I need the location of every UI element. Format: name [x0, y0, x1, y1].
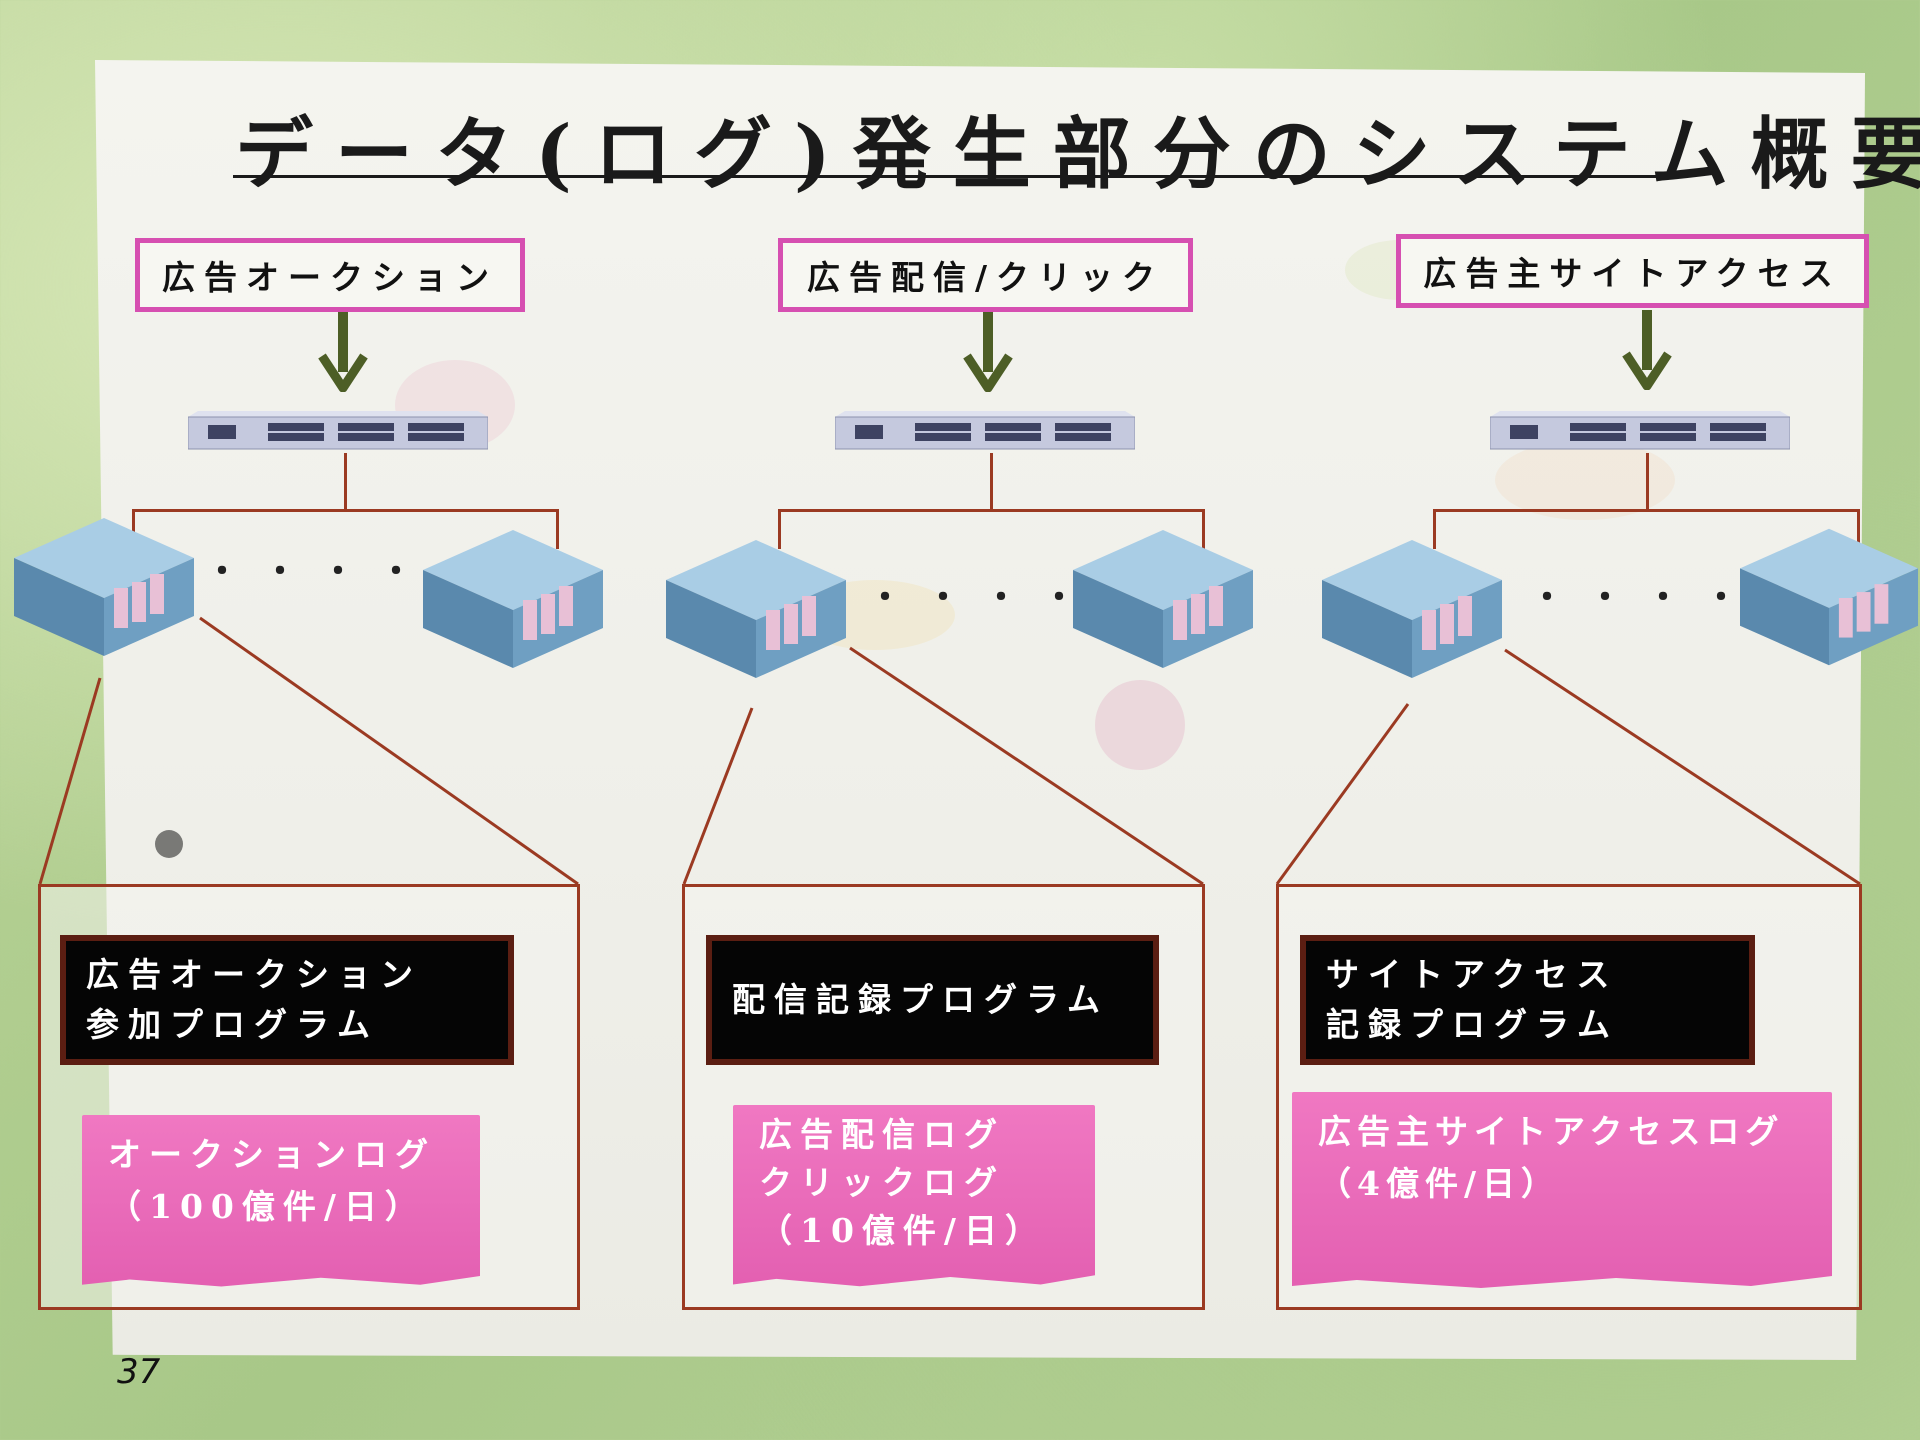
program-line: 参加プログラム	[86, 1005, 380, 1044]
log-note-auction: オークションログ （100億件/日）	[82, 1115, 480, 1287]
program-box-auction: 広告オークション 参加プログラム	[60, 935, 514, 1065]
connector-line	[778, 509, 781, 549]
program-box-delivery: 配信記録プログラム	[706, 935, 1159, 1065]
connector-line	[778, 509, 1204, 512]
network-switch-icon	[835, 411, 1135, 450]
program-line: 記録プログラム	[1326, 1005, 1620, 1044]
log-line: （4億件/日）	[1318, 1164, 1561, 1203]
network-switch-icon	[1490, 411, 1790, 450]
source-box-auction: 広告オークション	[135, 238, 525, 312]
log-line: 広告主サイトアクセスログ	[1318, 1112, 1785, 1151]
program-line: 広告オークション	[86, 955, 422, 994]
server-icon	[1322, 540, 1502, 678]
connector-line	[1433, 509, 1859, 512]
server-icon	[14, 518, 194, 656]
log-note-site-access: 広告主サイトアクセスログ （4億件/日）	[1292, 1092, 1832, 1288]
page-number: 37	[117, 1352, 161, 1392]
log-line: オークションログ	[108, 1135, 436, 1174]
network-switch-icon	[188, 411, 488, 450]
log-line: （100億件/日）	[108, 1187, 426, 1226]
server-icon	[423, 530, 603, 668]
connector-line	[990, 453, 993, 511]
server-icon	[1073, 530, 1253, 668]
connector-line	[1646, 453, 1649, 511]
connector-line	[1857, 509, 1860, 549]
source-box-site-access: 広告主サイトアクセス	[1396, 234, 1869, 308]
log-note-delivery: 広告配信ログ クリックログ （10億件/日）	[733, 1105, 1095, 1287]
connector-line	[1433, 509, 1436, 549]
program-line: 配信記録プログラム	[732, 980, 1110, 1019]
connector-line	[556, 509, 559, 549]
source-box-delivery: 広告配信/クリック	[778, 238, 1193, 312]
connector-line	[1202, 509, 1205, 549]
connector-line	[132, 509, 135, 549]
program-line: サイトアクセス	[1326, 955, 1619, 994]
server-icon	[1740, 528, 1918, 666]
down-arrow-icon	[963, 312, 1013, 392]
log-line: （10億件/日）	[759, 1211, 1046, 1250]
connector-line	[344, 453, 347, 511]
server-icon	[666, 540, 846, 678]
source-label: 広告配信/クリック	[806, 258, 1165, 297]
source-label: 広告オークション	[162, 258, 498, 297]
connector-line	[132, 509, 558, 512]
down-arrow-icon	[318, 312, 368, 392]
title-underline	[233, 175, 1683, 178]
down-arrow-icon	[1622, 310, 1672, 390]
log-line: クリックログ	[759, 1163, 1005, 1202]
page-title: データ(ログ)発生部分のシステム概要	[235, 109, 1920, 200]
program-box-site-access: サイトアクセス 記録プログラム	[1300, 935, 1755, 1065]
source-label: 広告主サイトアクセス	[1423, 254, 1842, 293]
log-line: 広告配信ログ	[759, 1115, 1005, 1154]
